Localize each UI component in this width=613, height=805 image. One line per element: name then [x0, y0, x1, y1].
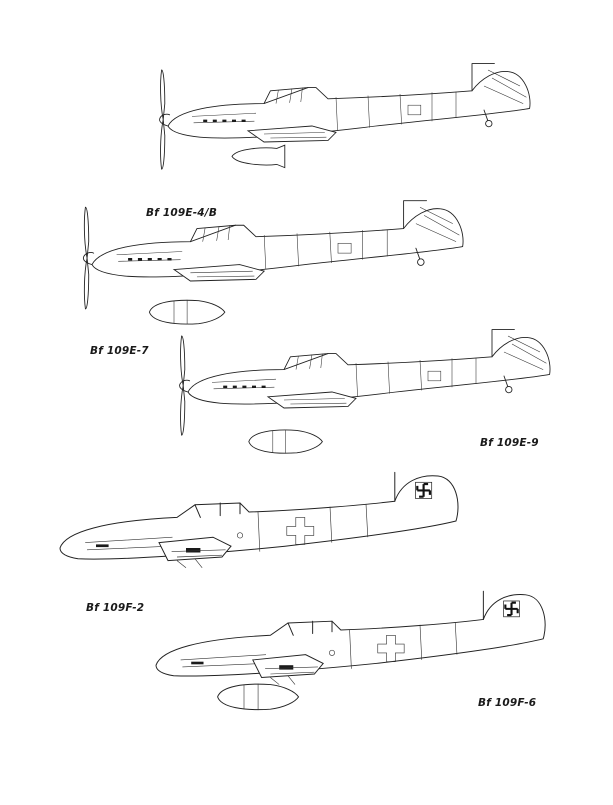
aircraft-f2-profile [58, 471, 460, 569]
aircraft-e9-profile [179, 329, 551, 455]
caption-bf109f6: Bf 109F-6 [478, 697, 537, 709]
caption-bf109e4b: Bf 109E-4/B [146, 207, 218, 219]
aircraft-e4b-profile [159, 63, 531, 170]
aircraft-e7-profile [82, 200, 464, 325]
caption-bf109e7: Bf 109E-7 [90, 345, 149, 357]
caption-bf109e9: Bf 109E-9 [480, 437, 539, 449]
aircraft-f6-profile [154, 590, 547, 711]
caption-bf109f2: Bf 109F-2 [86, 602, 145, 614]
